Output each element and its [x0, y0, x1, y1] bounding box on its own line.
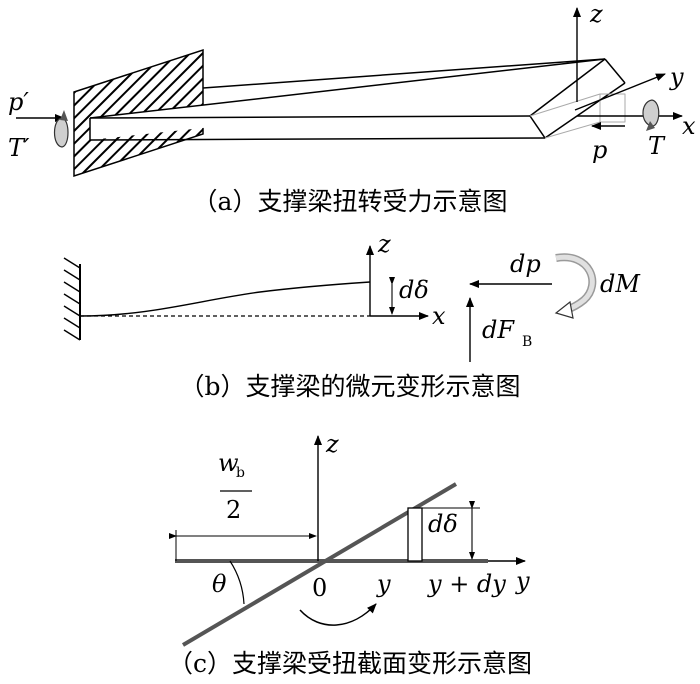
deflection-curve — [79, 281, 371, 317]
torque-T-icon — [642, 99, 660, 131]
panel-a: p′ T′ z y x p T （a）支撑梁扭转受力示意图 — [8, 0, 696, 216]
label-y-point: y — [376, 570, 391, 598]
panel-c: w b 2 z y θ 0 y y + dy dδ （c）支撑梁受扭截面变形示意… — [168, 430, 532, 678]
caption-c: （c）支撑梁受扭截面变形示意图 — [168, 649, 532, 678]
label-p-prime: p′ — [8, 88, 29, 116]
label-y-a: y — [669, 63, 684, 91]
axes-a — [573, 7, 683, 120]
label-T-prime: T′ — [8, 134, 30, 162]
label-y-dy: y + dy — [427, 570, 506, 598]
label-d-delta-c: dδ — [428, 510, 458, 538]
label-d-delta-b: dδ — [399, 276, 429, 304]
label-x-b: x — [432, 302, 446, 330]
torque-T-prime-icon — [53, 110, 69, 148]
twisted-beam — [89, 58, 626, 141]
theta-arc — [229, 560, 245, 605]
label-dF-subscript: B — [522, 334, 532, 350]
wall-b-hatch — [63, 257, 81, 341]
label-theta: θ — [212, 570, 227, 598]
label-z-b: z — [377, 230, 391, 258]
label-z-a: z — [589, 0, 603, 28]
caption-a: （a）支撑梁扭转受力示意图 — [193, 187, 508, 216]
label-p-a: p — [592, 136, 607, 164]
caption-b: （b）支撑梁的微元变形示意图 — [179, 372, 520, 401]
label-wb-subscript: b — [236, 465, 245, 481]
rotation-arrow — [299, 603, 377, 626]
label-dM: dM — [600, 270, 641, 298]
label-dF: dF — [482, 316, 515, 344]
label-zero: 0 — [312, 574, 327, 602]
differential-element — [407, 507, 423, 562]
panel-b: z x dδ dp dM dF B （b）支撑梁的微元变形示意图 — [63, 230, 641, 401]
label-x-a: x — [682, 112, 696, 140]
moment-dM-icon — [554, 253, 597, 319]
label-two: 2 — [226, 496, 241, 524]
label-y-axis-c: y — [515, 567, 530, 595]
label-z-c: z — [325, 430, 339, 458]
label-T-a: T — [648, 132, 666, 160]
label-wb: w — [218, 449, 239, 477]
label-dp: dp — [510, 250, 541, 278]
